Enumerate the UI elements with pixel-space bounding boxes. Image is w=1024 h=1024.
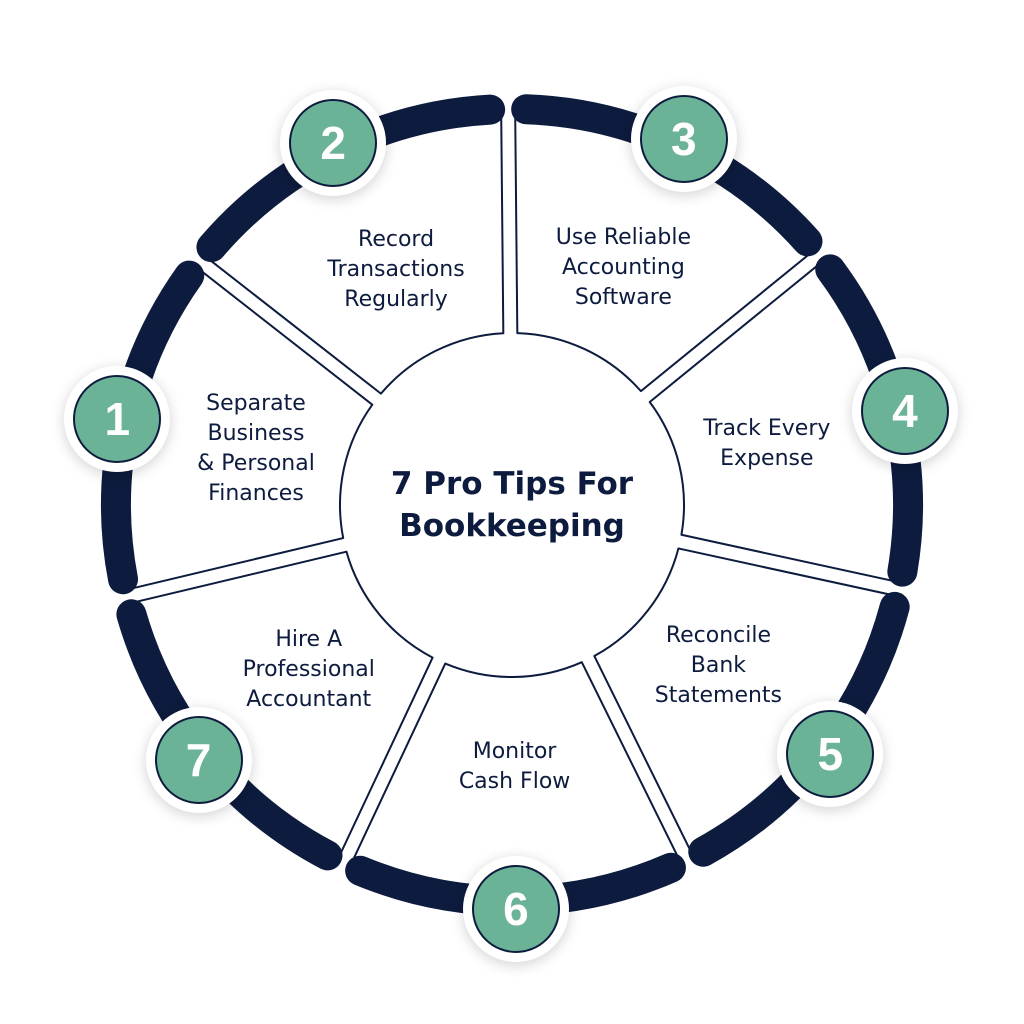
tip-number-badge: 2: [289, 98, 378, 187]
tip-number-badge: 1: [73, 374, 162, 463]
tip-label: Track Every Expense: [703, 416, 831, 472]
title-line-2: Bookkeeping: [399, 508, 625, 544]
tip-label: Hire A Professional Accountant: [242, 627, 375, 713]
tip-number-badge: 5: [786, 709, 875, 798]
tip-label: Reconcile Bank Statements: [654, 623, 783, 709]
tip-label: Monitor Cash Flow: [458, 738, 571, 794]
center-circle: [348, 341, 676, 669]
tip-number-badge: 3: [639, 95, 728, 184]
tip-label: Record Transactions Regularly: [327, 227, 465, 313]
tip-number-badge: 6: [471, 864, 560, 953]
tip-number-badge: 4: [860, 367, 949, 456]
tip-label: Separate Business & Personal Finances: [197, 391, 315, 507]
tip-label: Use Reliable Accounting Software: [555, 224, 691, 310]
diagram-title: 7 Pro Tips For Bookkeeping: [362, 463, 662, 547]
title-line-1: 7 Pro Tips For: [390, 466, 634, 502]
tip-number-badge: 7: [154, 715, 243, 804]
